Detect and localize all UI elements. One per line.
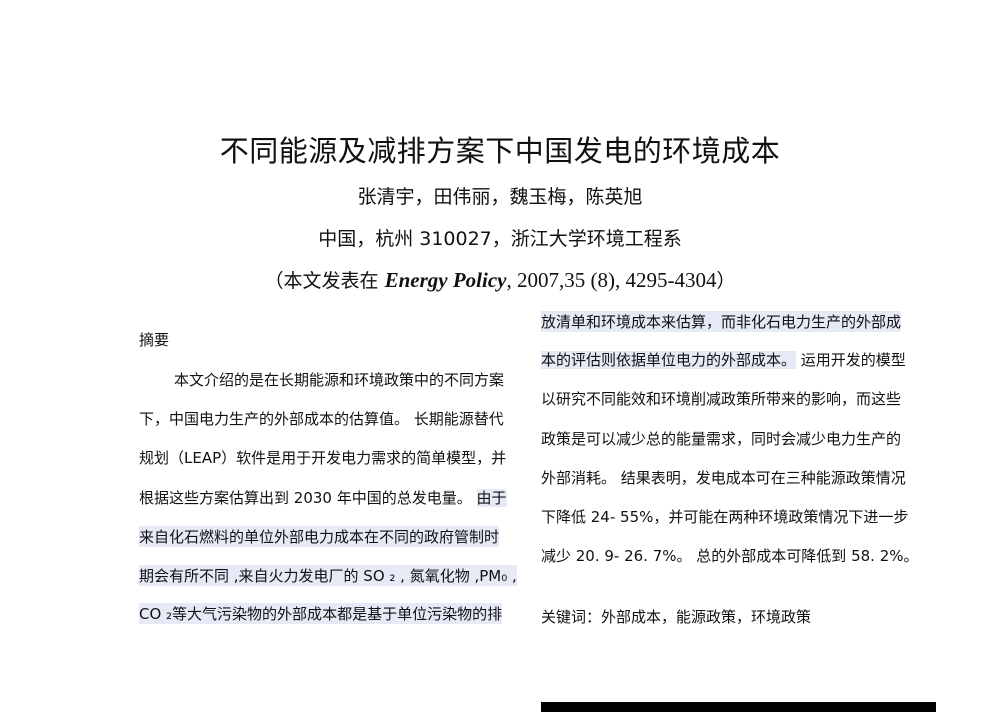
abstract-line: 下降低 24- 55%，并可能在两种环境政策情况下进一步 (541, 508, 909, 526)
journal-name: Energy Policy (384, 268, 507, 292)
abstract-line-text: 根据这些方案估算出到 2030 年中国的总发电量。 (139, 489, 472, 507)
publication-note: （本文发表在 Energy Policy, 2007,35 (8), 4295-… (0, 266, 1000, 293)
page-bottom-bar (541, 702, 936, 712)
authors: 张清宇，田伟丽，魏玉梅，陈英旭 (357, 186, 643, 208)
highlighted-line[interactable]: 放清单和环境成本来估算，而非化石电力生产的外部成 (541, 311, 902, 332)
abstract-line: 本的评估则依据单位电力的外部成本。 运用开发的模型 (541, 349, 906, 370)
abstract-line: 根据这些方案估算出到 2030 年中国的总发电量。 由于 (139, 487, 507, 508)
highlighted-line[interactable]: 来自化石燃料的单位外部电力成本在不同的政府管制时 (139, 526, 500, 547)
abstract-line: 政策是可以减少总的能量需求，同时会减少电力生产的 (541, 430, 902, 448)
highlighted-line[interactable]: 期会有所不同 ,来自火力发电厂的 SO ₂ , 氮氧化物 ,PM₀ , (139, 565, 517, 586)
abstract-line-text: 运用开发的模型 (800, 351, 906, 369)
abstract-line: 减少 20. 9- 26. 7%。 总的外部成本可降低到 58. 2%。 (541, 547, 919, 565)
highlighted-line[interactable]: CO ₂等大气污染物的外部成本都是基于单位污染物的排 (139, 603, 503, 624)
abstract-line: 规划（LEAP）软件是用于开发电力需求的简单模型，并 (139, 449, 507, 467)
abstract-line: 下，中国电力生产的外部成本的估算值。 长期能源替代 (139, 410, 504, 428)
paper-title: 不同能源及减排方案下中国发电的环境成本 (219, 134, 781, 168)
highlighted-text[interactable]: 本的评估则依据单位电力的外部成本。 (541, 351, 797, 369)
publication-note-open: （本文发表在 (264, 270, 385, 292)
abstract-line: 外部消耗。 结果表明，发电成本可在三种能源政策情况 (541, 469, 906, 487)
publication-note-close: ） (716, 270, 736, 292)
highlighted-text[interactable]: 由于 (476, 489, 507, 507)
abstract-heading: 摘要 (139, 331, 170, 349)
keywords: 关键词：外部成本，能源政策，环境政策 (541, 608, 812, 626)
abstract-line: 以研究不同能效和环境削减政策所带来的影响，而这些 (541, 390, 902, 408)
affiliation: 中国，杭州 310027，浙江大学环境工程系 (318, 228, 682, 250)
citation: , 2007,35 (8), 4295-4304 (506, 268, 717, 292)
abstract-line: 本文介绍的是在长期能源和环境政策中的不同方案 (174, 371, 505, 389)
